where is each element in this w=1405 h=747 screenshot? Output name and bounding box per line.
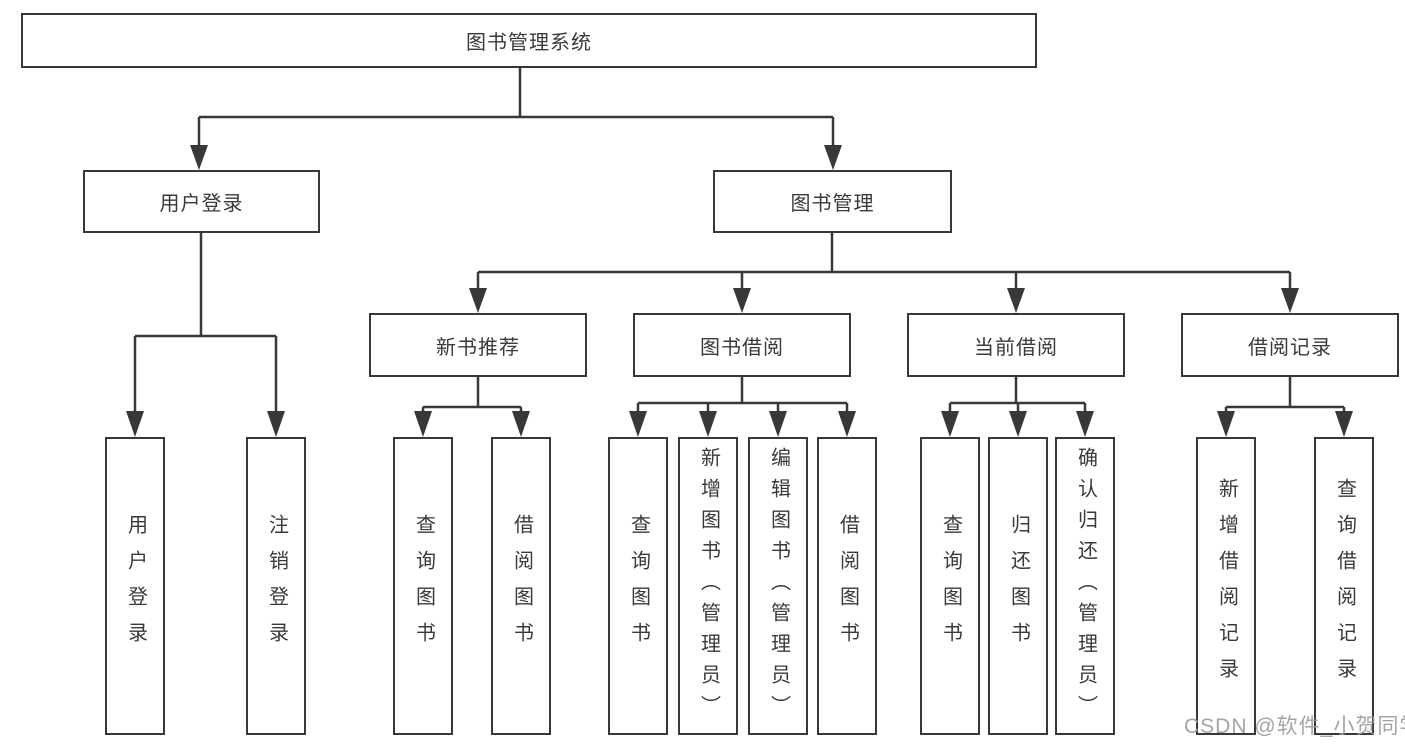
- node-user-login-label: 用户登录: [159, 193, 244, 215]
- node-book-borrow: 图书借阅: [633, 313, 851, 377]
- node-current-borrow-label: 当前借阅: [974, 336, 1058, 359]
- leaf-bb-query-books: 查询图书: [608, 437, 668, 735]
- leaf-cb-query-books: 查询图书: [920, 437, 980, 735]
- node-book-management: 图书管理: [713, 170, 952, 233]
- leaf-cb-confirm-return-admin: 确认归还（管理员）: [1055, 437, 1115, 735]
- node-root: 图书管理系统: [21, 13, 1037, 68]
- node-root-label: 图书管理系统: [466, 32, 592, 54]
- leaf-br-add-record-label: 新增借阅记录: [1215, 478, 1238, 694]
- leaf-cb-confirm-return-admin-label: 确认归还（管理员）: [1074, 446, 1097, 726]
- leaf-bb-query-books-label: 查询图书: [627, 514, 650, 658]
- leaf-bb-borrow-books-label: 借阅图书: [836, 514, 859, 658]
- node-book-borrow-label: 图书借阅: [700, 336, 784, 359]
- leaf-nb-borrow-books: 借阅图书: [491, 437, 551, 735]
- leaf-bb-add-book-admin-label: 新增图书（管理员）: [697, 446, 720, 726]
- leaf-user-login-label: 用户登录: [124, 514, 147, 658]
- node-current-borrow: 当前借阅: [907, 313, 1125, 377]
- leaf-nb-borrow-books-label: 借阅图书: [510, 514, 533, 658]
- leaf-cb-return-books: 归还图书: [988, 437, 1048, 735]
- node-user-login: 用户登录: [83, 170, 320, 233]
- leaf-br-query-record: 查询借阅记录: [1314, 437, 1374, 735]
- node-new-book-recommend-label: 新书推荐: [436, 336, 520, 359]
- leaf-cb-query-books-label: 查询图书: [939, 514, 962, 658]
- leaf-bb-borrow-books: 借阅图书: [817, 437, 877, 735]
- leaf-cb-return-books-label: 归还图书: [1007, 514, 1030, 658]
- leaf-bb-edit-book-admin-label: 编辑图书（管理员）: [767, 446, 790, 726]
- leaf-logout-label: 注销登录: [265, 514, 288, 658]
- leaf-br-add-record: 新增借阅记录: [1196, 437, 1256, 735]
- node-borrow-records-label: 借阅记录: [1248, 336, 1332, 359]
- leaf-bb-edit-book-admin: 编辑图书（管理员）: [748, 437, 808, 735]
- leaf-nb-query-books-label: 查询图书: [412, 514, 435, 658]
- leaf-bb-add-book-admin: 新增图书（管理员）: [678, 437, 738, 735]
- watermark-text: CSDN @软件_小贺同学: [1184, 715, 1405, 738]
- leaf-user-login: 用户登录: [105, 437, 165, 735]
- leaf-logout: 注销登录: [246, 437, 306, 735]
- leaf-br-query-record-label: 查询借阅记录: [1333, 478, 1356, 694]
- node-borrow-records: 借阅记录: [1181, 313, 1399, 377]
- node-new-book-recommend: 新书推荐: [369, 313, 587, 377]
- node-book-management-label: 图书管理: [790, 193, 875, 215]
- leaf-nb-query-books: 查询图书: [393, 437, 453, 735]
